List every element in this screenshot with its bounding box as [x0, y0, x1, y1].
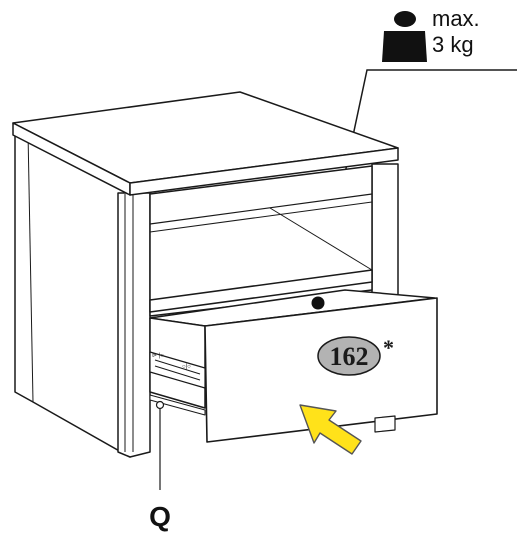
drawer-slide [149, 351, 206, 389]
top-panel-right-edge [129, 147, 399, 196]
part-number-badge: 162 * [317, 335, 394, 376]
part-number-text: 162 [330, 342, 369, 371]
shelf [149, 269, 373, 313]
weight-icon [382, 11, 427, 62]
screw-q [155, 400, 165, 410]
weight-value-label: 3 kg [432, 32, 474, 57]
weight-leader-dot [311, 296, 325, 310]
lower-rail [149, 394, 206, 416]
foot [374, 415, 396, 433]
part-number-mark: * [383, 335, 394, 360]
front-frame [117, 192, 151, 458]
slide-marking-right: ○|○ [182, 364, 191, 370]
hardware-label: Q [149, 501, 171, 532]
slide-marking-left: ⊳ |○ [152, 353, 164, 359]
push-arrow-icon [299, 404, 362, 455]
weight-max-label: max. [432, 6, 480, 31]
drawer-front [204, 297, 438, 443]
nightstand: ⊳ |○ ○|○ [12, 91, 438, 458]
